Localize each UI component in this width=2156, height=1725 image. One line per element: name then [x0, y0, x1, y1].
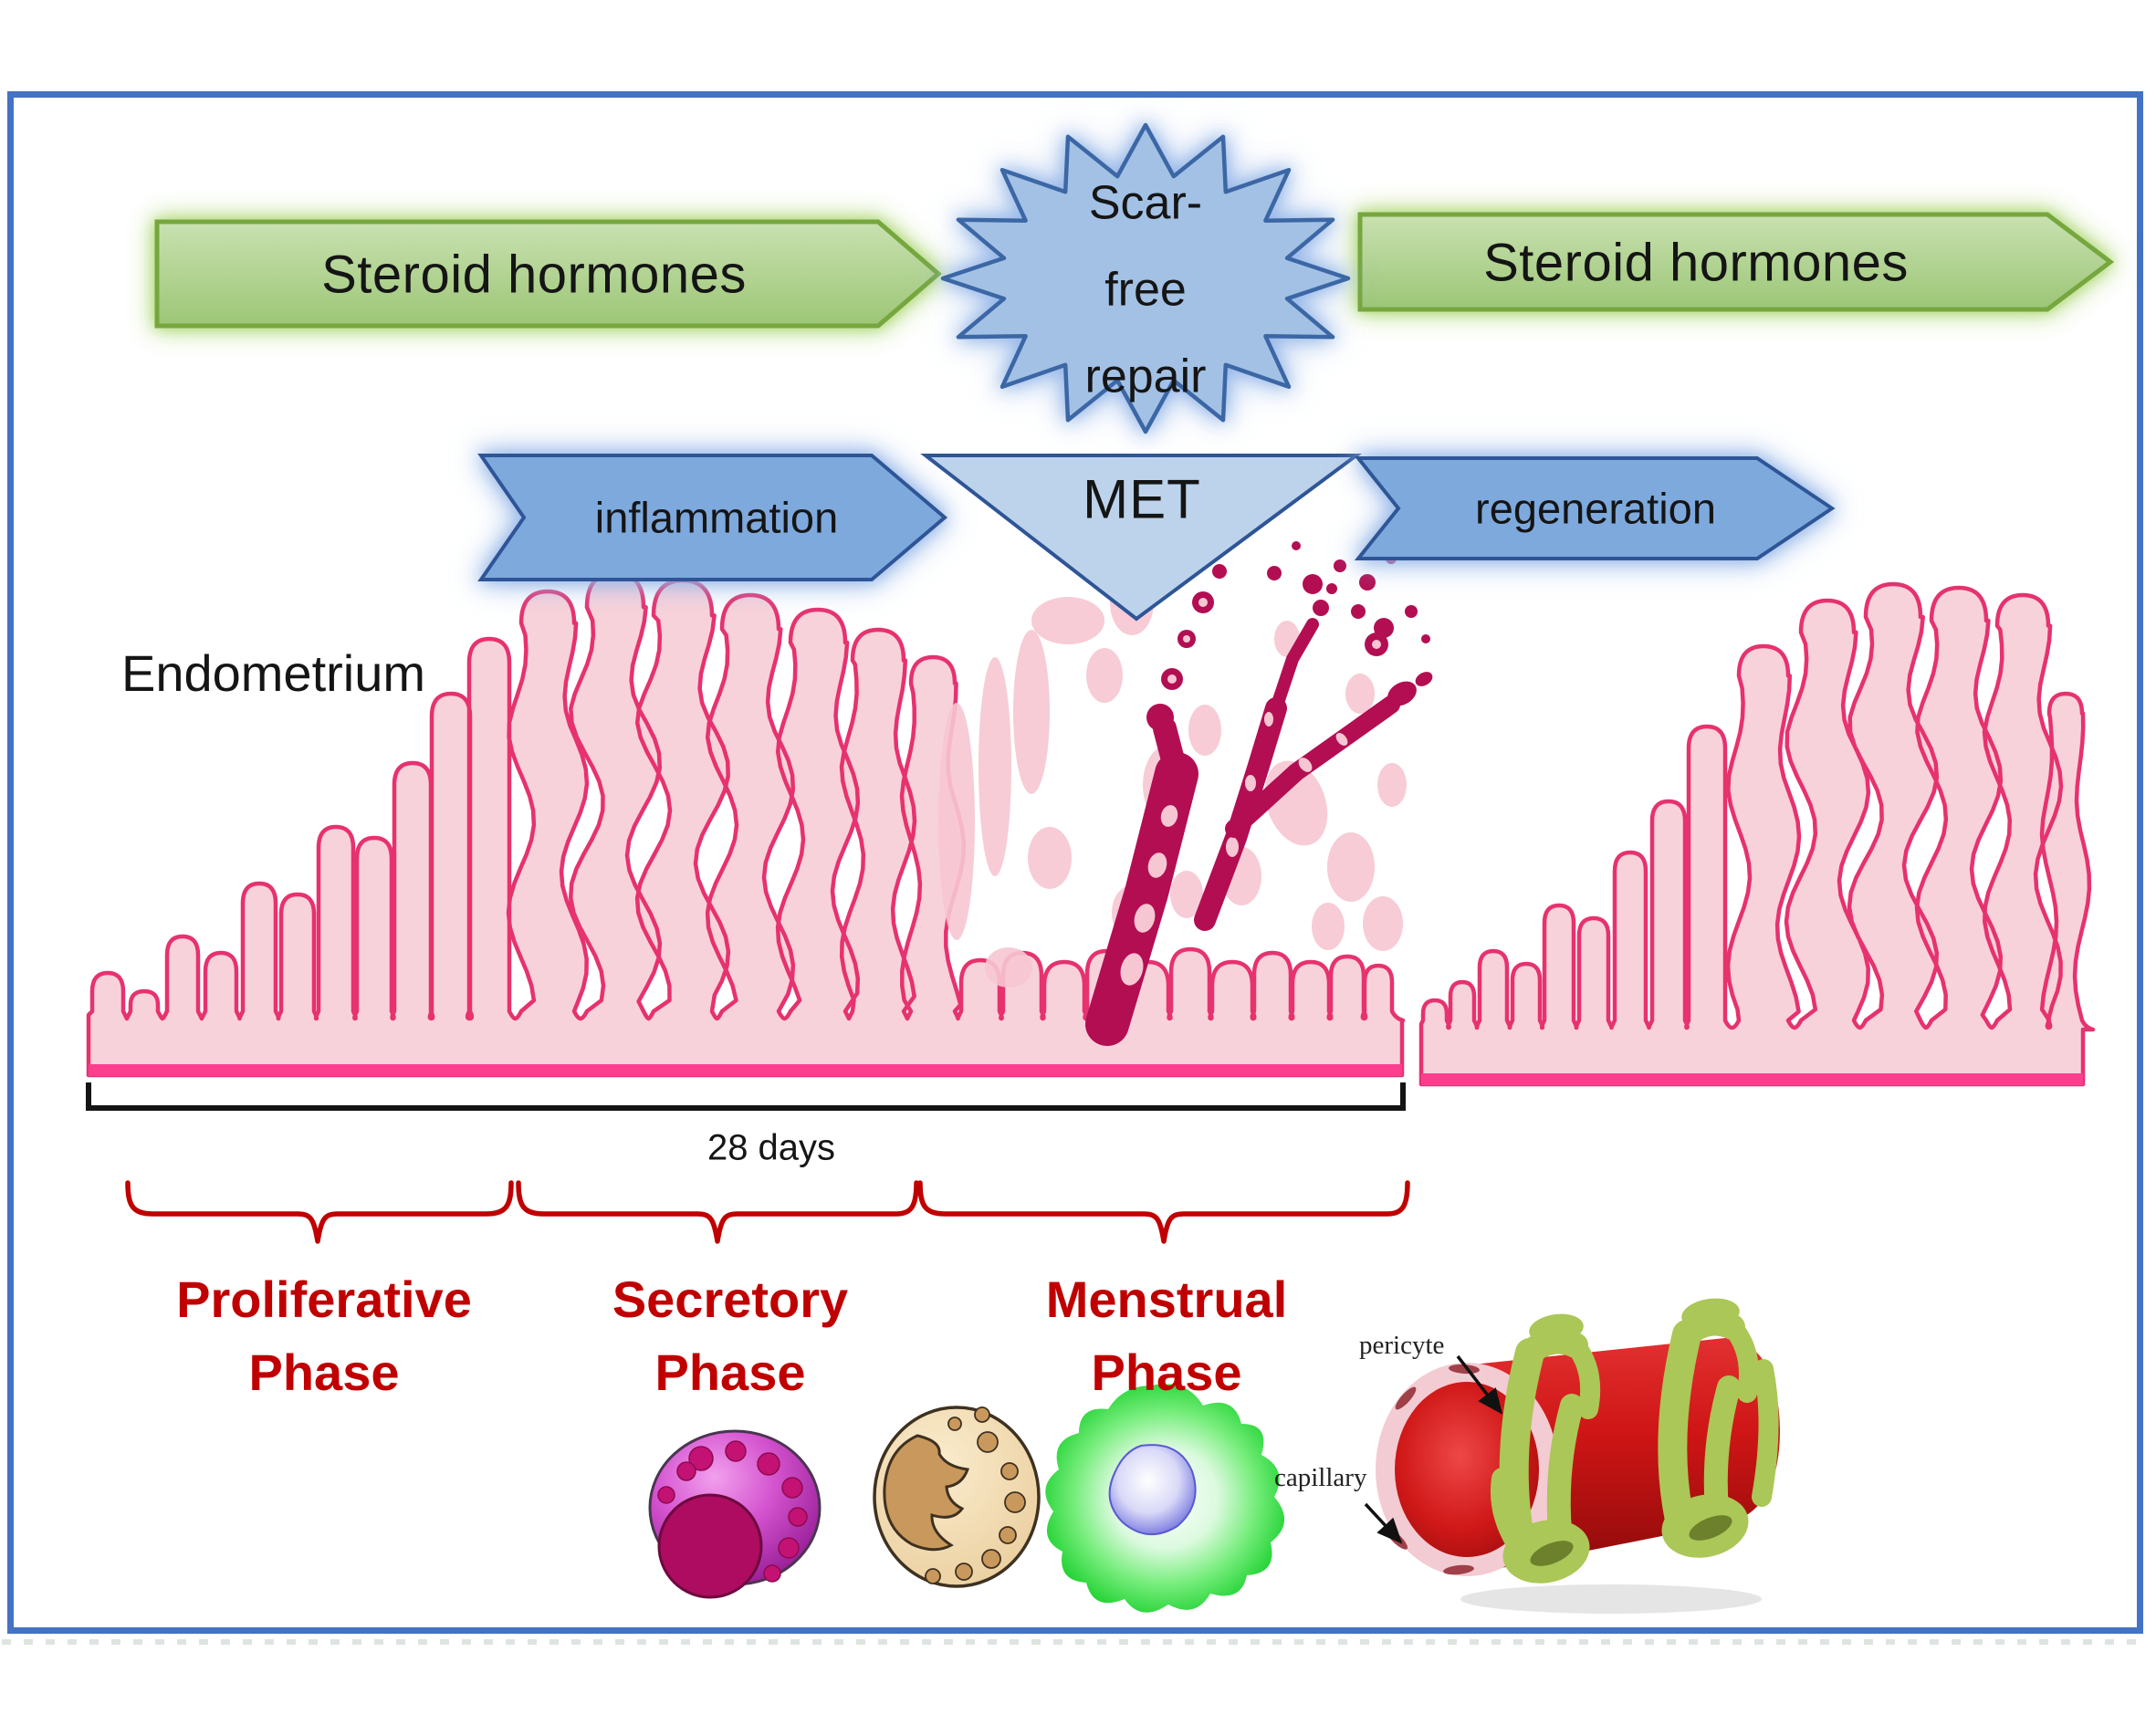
capillary-pointer-arrow: [1364, 1502, 1403, 1544]
inflammation-arrow: [477, 454, 948, 581]
met-label: MET: [1083, 468, 1201, 530]
secretory-phase-label: Secretory Phase: [612, 1270, 849, 1401]
steroid-hormones-arrow-right: [1357, 212, 2115, 312]
steroid-hormones-right-label: Steroid hormones: [1483, 233, 1909, 293]
regeneration-arrow: [1354, 456, 1836, 560]
regeneration-label: regeneration: [1475, 484, 1716, 533]
capillary-pericyte-figure: [1364, 1298, 1780, 1614]
timeline-days-label: 28 days: [706, 1127, 836, 1168]
met-triangle: [920, 454, 1363, 622]
proliferative-phase-label: Proliferative Phase: [176, 1270, 472, 1401]
timeline-bracket: [86, 1082, 1406, 1111]
footer-dotted-line: [2, 1639, 2149, 1645]
diagram-border: [7, 91, 2143, 1634]
steroid-hormones-left-label: Steroid hormones: [321, 245, 747, 305]
steroid-hormones-arrow-left: [154, 219, 942, 329]
pericyte-label: pericyte: [1359, 1331, 1445, 1360]
scar-free-repair-label: Scar- free repair: [1084, 176, 1207, 403]
endometrium-label: Endometrium: [121, 644, 426, 702]
shedding-tissue-patches: [938, 570, 1407, 988]
menstrual-phase-label: Menstrual Phase: [1045, 1270, 1288, 1401]
inflammation-label: inflammation: [594, 493, 839, 542]
scar-free-repair-star: [940, 122, 1351, 434]
menstrual-fragments: [1085, 541, 1433, 1046]
secretory-phase-cell-icon: [648, 1429, 822, 1599]
endometrium-tissue: [86, 570, 2096, 1087]
macrophage-cell-icon: [1045, 1384, 1285, 1613]
phase-braces: [125, 1180, 1410, 1244]
capillary-label: capillary: [1274, 1463, 1367, 1492]
neutrophil-cell-icon: [873, 1406, 1041, 1588]
pericyte-pointer-arrow: [1456, 1354, 1503, 1415]
